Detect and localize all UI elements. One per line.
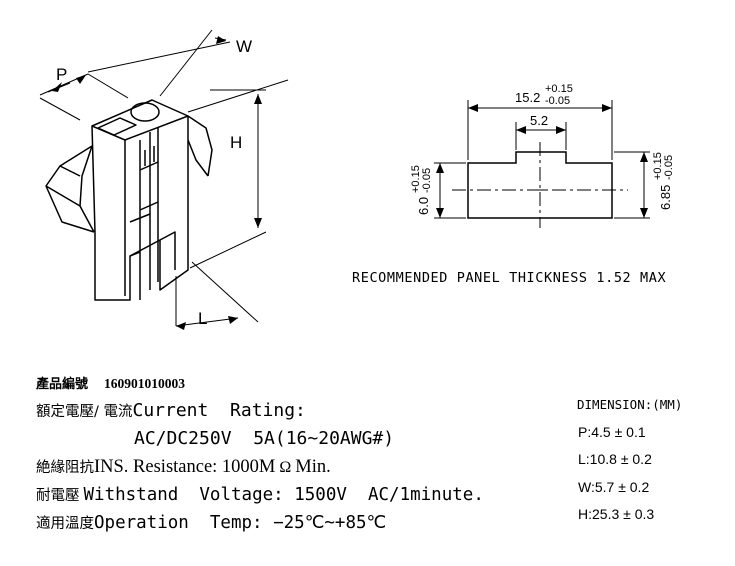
spec-operation-temp: 適用溫度Operation Temp: −25℃~+85℃ [36,512,386,533]
dimension-table-title: DIMENSION:(MM) [577,397,683,412]
label-width-plus: +0.15 [545,83,573,95]
dimension-item-w: W:5.7 ± 0.2 [578,479,650,495]
iso-arrowheads [52,36,262,330]
dimension-item-p: P:4.5 ± 0.1 [578,424,646,440]
product-number-row: 產品編號 160901010003 [36,373,185,393]
spec-current-rating: 額定電壓/ 電流Current Rating: [36,400,306,422]
product-number-value: 160901010003 [104,376,186,391]
panel-thickness-note: RECOMMENDED PANEL THICKNESS 1.52 MAX [352,270,667,286]
label-h: H [230,133,242,152]
rating-label-zh: 額定電壓/ 電流 [36,404,133,420]
label-left-plus: +0.15 [410,165,422,193]
dimension-item-l: L:10.8 ± 0.2 [578,451,652,467]
label-p: P [56,65,67,84]
spec-withstand-voltage: 耐電壓 Withstand Voltage: 1500V AC/1minute. [36,484,484,505]
dimension-item-h: H:25.3 ± 0.3 [578,506,655,522]
cutout-arrowheads [436,104,648,218]
panel-cutout-view [434,100,650,228]
iso-dimension-lines [39,29,289,327]
dimension-labels: P W H L 15.2 +0.15 -0.05 5.2 6.0 +0.15 -… [56,37,675,328]
connector-isometric-view [45,99,213,301]
withstand-label-en: Withstand Voltage: 1500V AC/1minute. [83,485,484,505]
label-right-minus: -0.05 [663,155,675,180]
spec-current-rating-value: AC/DC250V 5A(16~20AWG#) [134,428,395,449]
label-right-plus: +0.15 [652,152,664,180]
rating-label-en: Current Rating: [132,400,306,421]
temp-label-zh: 適用溫度 [36,516,94,532]
label-l: L [198,309,207,328]
ohm-symbol: Ω [279,459,292,476]
label-w: W [236,37,252,56]
label-key: 5.2 [530,113,548,128]
label-left-minus: -0.05 [421,168,433,193]
withstand-label-zh: 耐電壓 [36,488,80,504]
ins-label-en: INS. Resistance: 1000M [94,457,276,477]
temp-label-en: Operation Temp: −25℃~+85℃ [94,513,387,533]
cutout-outline [467,151,613,219]
ins-tail: Min. [295,457,331,477]
product-number-label: 產品編號 [36,377,89,392]
ins-label-zh: 絶緣阻抗 [36,460,94,476]
label-width: 15.2 [515,90,540,105]
label-left-height: 6.0 [416,197,431,215]
spec-ins-resistance: 絶緣阻抗INS. Resistance: 1000M Ω Min. [36,456,331,478]
label-width-minus: -0.05 [545,95,570,107]
label-right-height: 6.85 [658,185,673,210]
